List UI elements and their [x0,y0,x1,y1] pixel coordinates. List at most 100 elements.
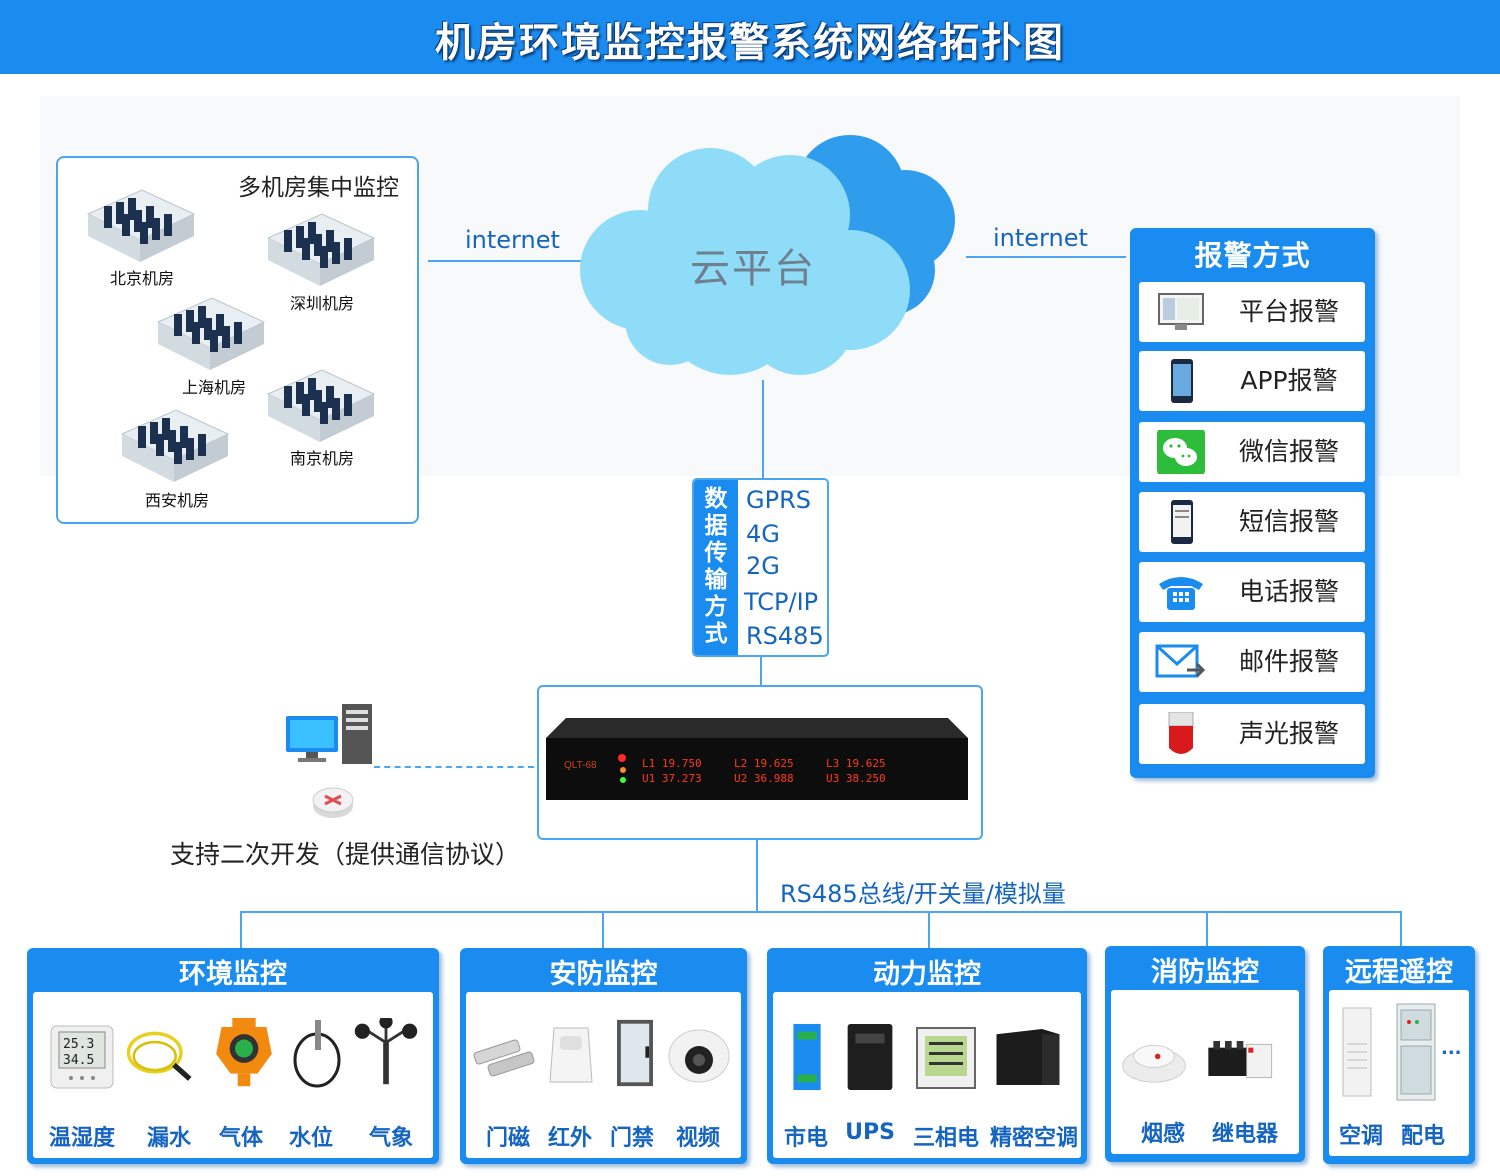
item-smoke: 烟感 [1140,1122,1185,1147]
mains-power-module-icon [793,1023,821,1091]
door-contact-icon [473,1039,535,1077]
item-three-phase: 三相电 [912,1126,979,1151]
access-control-door-icon [617,1019,653,1087]
alarm-item-platform: 平台报警 [1139,282,1365,342]
temperature-humidity-sensor-icon: 25.3 34.5 [50,1025,114,1089]
item-water-leak: 漏水 [146,1126,191,1151]
telephone-icon [1159,577,1203,610]
weather-anemometer-icon [354,1018,418,1085]
server-room-icon [266,369,376,442]
cloud-to-transmission-line [762,380,764,478]
category-body-remote: ... 空调 配电 [1329,990,1469,1156]
device-readout: U3 38.250 [826,772,886,785]
precision-ac-icon [996,1029,1060,1085]
item-infrared: 红外 [547,1126,592,1151]
bus-drop-remote [1400,911,1402,948]
category-title-security: 安防监控 [549,959,658,990]
more-items-indicator: ... [1441,1038,1462,1059]
gas-detector-icon [216,1018,272,1087]
room-label-shenzhen: 深圳机房 [290,294,355,313]
alarm-label-sms: 短信报警 [1238,507,1339,536]
monitoring-host-device: QLT-68 L1 19.750 U1 37.273 L2 19.625 U2 … [546,718,968,800]
room-label-xian: 西安机房 [145,491,210,510]
bus-drop-env [240,911,242,948]
category-power: 动力监控 市电 UPS 三相电 精密空调 [767,948,1087,1164]
category-security: 安防监控 门磁 红外 门禁 视频 [460,948,747,1164]
alarm-item-app: APP报警 [1139,351,1365,411]
ups-icon [847,1023,893,1091]
multi-room-title: 多机房集中监控 [238,175,399,201]
transmission-rs485: RS485 [746,622,824,650]
category-environment: 环境监控 25.3 34.5 温湿度 [27,948,439,1164]
device-to-bus-line [756,840,758,912]
bus-drop-security [602,911,604,948]
item-power-distribution: 配电 [1400,1124,1445,1149]
alarm-item-wechat: 微信报警 [1139,422,1365,482]
sensor-humidity: 34.5 [63,1053,94,1068]
room-label-shanghai: 上海机房 [182,378,247,397]
category-title-fire: 消防监控 [1151,957,1259,988]
room-label-nanjing: 南京机房 [290,449,355,468]
internet-line-left [428,260,600,262]
item-access-control: 门禁 [609,1126,654,1151]
item-door-contact: 门磁 [485,1126,530,1151]
internet-label-right: internet [993,224,1088,252]
category-body-power: 市电 UPS 三相电 精密空调 [773,992,1081,1158]
email-envelope-icon [1155,644,1206,678]
device-readout: L3 19.625 [826,757,886,770]
smartphone-icon [1171,359,1193,403]
infrared-sensor-icon [549,1027,593,1083]
category-body-environment: 25.3 34.5 温湿度 漏水 气体 水位 气象 [33,992,433,1158]
device-readout: L2 19.625 [734,757,794,770]
category-fire: 消防监控 烟感 继电器 [1105,946,1305,1162]
monitor-screen-icon [1158,293,1204,330]
transmission-title-char: 数 [704,486,728,512]
server-room-icon [86,189,196,262]
alarm-methods-panel: 报警方式 平台报警 APP报警 微信报警 [1130,228,1375,778]
transmission-title-char: 方 [704,594,728,620]
transmission-title-char: 传 [704,540,728,566]
air-conditioner-icon [1342,1007,1372,1097]
alarm-item-sms: 短信报警 [1139,492,1365,552]
alarm-label-wechat: 微信报警 [1238,437,1339,466]
item-relay: 继电器 [1211,1122,1278,1147]
item-air-conditioner: 空调 [1338,1124,1383,1149]
bus-label: RS485总线/开关量/模拟量 [780,880,1066,908]
category-body-security: 门磁 红外 门禁 视频 [466,992,741,1158]
water-leak-cable-icon [126,1031,192,1081]
secondary-development-label: 支持二次开发（提供通信协议） [170,840,521,869]
power-distribution-cabinet-icon [1396,1003,1436,1101]
item-ups: UPS [845,1120,895,1145]
device-readout: U1 37.273 [642,772,702,785]
transmission-title-char: 式 [704,621,728,647]
alarm-item-phone: 电话报警 [1139,562,1365,622]
three-phase-meter-icon [916,1027,976,1089]
alarm-label-email: 邮件报警 [1238,647,1339,676]
phone-sms-icon [1171,500,1193,544]
router-icon [312,787,354,818]
room-label-beijing: 北京机房 [110,269,175,288]
item-video: 视频 [675,1126,720,1151]
transmission-title-bar: 数 据 传 输 方 式 [694,480,738,655]
bus-drop-fire [1206,911,1208,946]
item-mains-power: 市电 [783,1126,828,1151]
alarm-label-sound-light: 声光报警 [1238,719,1339,748]
transmission-box: 数 据 传 输 方 式 GPRS 4G 2G TCP/IP RS485 [692,478,829,657]
siren-icon [1168,712,1194,754]
item-water-level: 水位 [288,1126,333,1151]
alarm-panel-title: 报警方式 [1194,239,1311,272]
device-brand: QLT-68 [564,760,597,771]
wechat-icon [1157,430,1205,474]
category-title-power: 动力监控 [873,959,981,990]
relay-icon [1208,1041,1273,1079]
item-temperature-humidity: 温湿度 [48,1126,115,1151]
smoke-detector-icon [1122,1044,1186,1083]
alarm-item-email: 邮件报警 [1139,632,1365,692]
transmission-to-device-line [760,657,762,685]
item-precision-ac: 精密空调 [989,1126,1078,1151]
category-title-remote: 远程遥控 [1345,957,1453,988]
server-room-icon [120,409,230,482]
transmission-2g: 2G [746,552,780,580]
category-body-fire: 烟感 继电器 [1111,990,1299,1154]
computer-icon [286,704,372,764]
